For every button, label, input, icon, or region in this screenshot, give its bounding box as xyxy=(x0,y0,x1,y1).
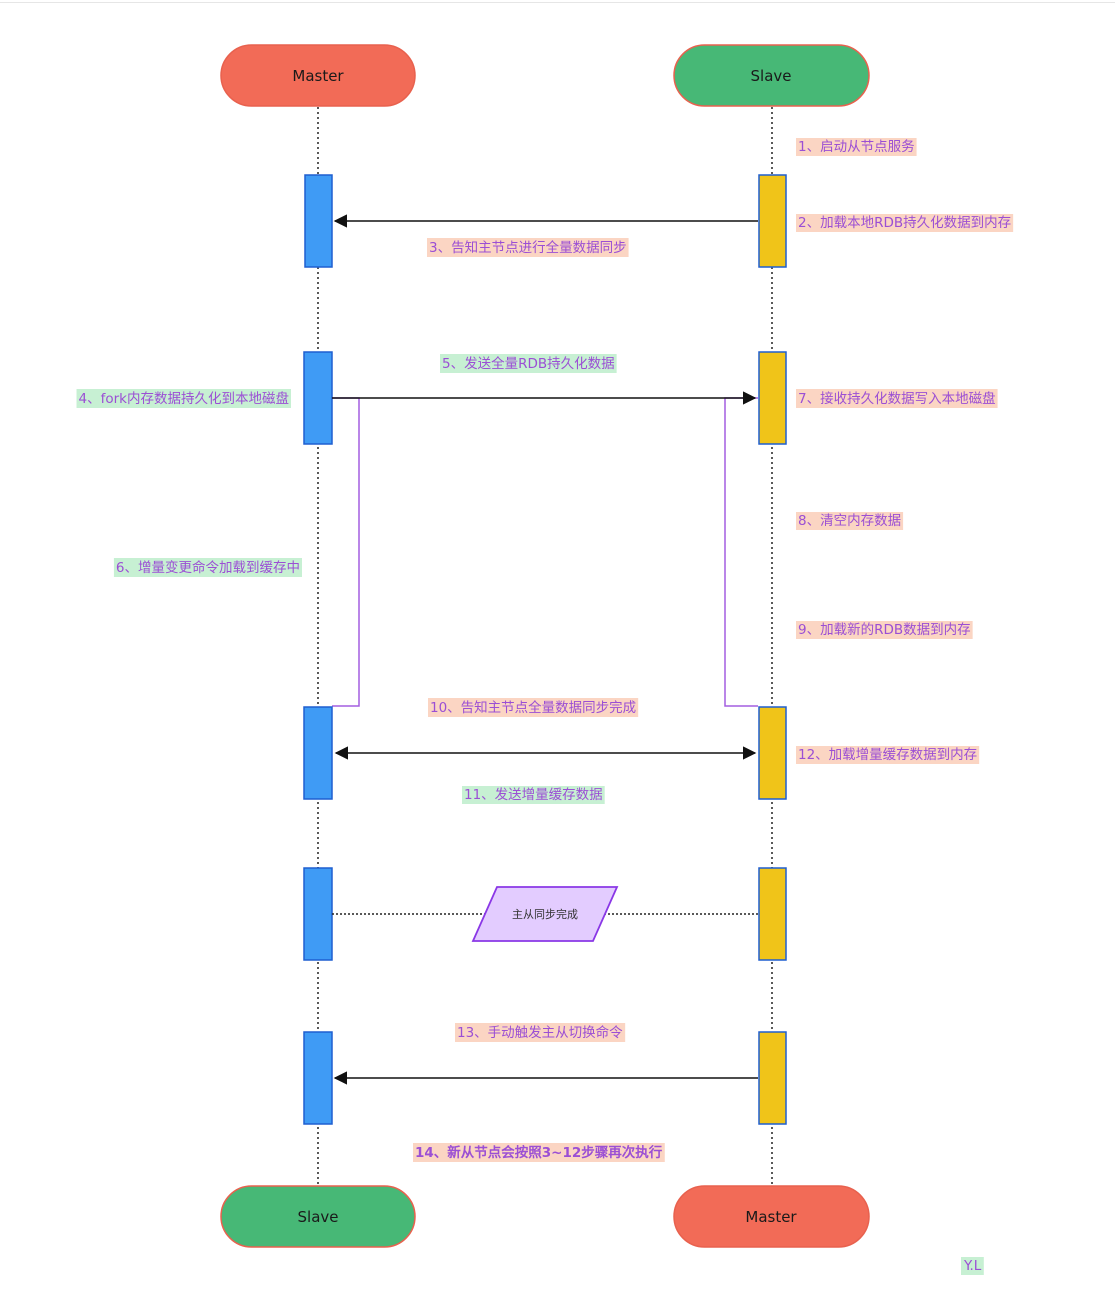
step-14-text: 14、新从节点会按照3~12步骤再次执行 xyxy=(415,1144,663,1161)
top-divider xyxy=(0,2,1115,3)
sync-done-label: 主从同步完成 xyxy=(512,907,578,921)
step-8: 8、清空内存数据 xyxy=(796,512,904,530)
step-12: 12、加载增量缓存数据到内存 xyxy=(796,746,980,764)
signature: Y.L xyxy=(961,1257,984,1275)
load-rdb-bracket-right xyxy=(724,397,758,707)
participant-slave-top-label: Slave xyxy=(751,67,792,85)
step-3-text: 3、告知主节点进行全量数据同步 xyxy=(429,239,627,256)
step-5-text: 5、发送全量RDB持久化数据 xyxy=(442,355,615,372)
step-7: 7、接收持久化数据写入本地磁盘 xyxy=(796,389,998,408)
participant-master-bottom-label: Master xyxy=(745,1208,797,1226)
step-5: 5、发送全量RDB持久化数据 xyxy=(440,354,617,373)
slave-activation-bar xyxy=(758,174,787,268)
slave-activation-bar xyxy=(758,351,787,445)
step-4-text: 4、fork内存数据持久化到本地磁盘 xyxy=(79,390,289,407)
participant-master-bottom xyxy=(673,1185,870,1248)
step-6: 6、增量变更命令加载到缓存中 xyxy=(113,558,302,577)
master-activation-bar xyxy=(303,867,333,961)
step-10: 10、告知主节点全量数据同步完成 xyxy=(428,698,639,717)
step-11: 11、发送增量缓存数据 xyxy=(462,786,605,804)
step-9: 9、加载新的RDB数据到内存 xyxy=(796,621,973,639)
master-activation-bar xyxy=(303,1031,333,1125)
participant-slave-bottom xyxy=(220,1185,416,1248)
signature-text: Y.L xyxy=(963,1258,982,1274)
step-3: 3、告知主节点进行全量数据同步 xyxy=(427,238,629,257)
step-14: 14、新从节点会按照3~12步骤再次执行 xyxy=(413,1143,665,1162)
master-activation-bar xyxy=(304,174,333,268)
step-1: 1、启动从节点服务 xyxy=(796,138,917,156)
step-6-text: 6、增量变更命令加载到缓存中 xyxy=(116,559,300,576)
participant-slave-top xyxy=(673,44,870,107)
step-2: 2、加载本地RDB持久化数据到内存 xyxy=(796,214,1014,232)
step-2-text: 2、加载本地RDB持久化数据到内存 xyxy=(798,215,1011,231)
master-activation-bar xyxy=(303,351,333,445)
step-12-text: 12、加载增量缓存数据到内存 xyxy=(798,747,977,763)
step-10-text: 10、告知主节点全量数据同步完成 xyxy=(430,699,636,716)
slave-activation-bar xyxy=(758,867,787,961)
step-9-text: 9、加载新的RDB数据到内存 xyxy=(798,622,971,638)
participant-master-top-label: Master xyxy=(292,67,344,85)
step-13-text: 13、手动触发主从切换命令 xyxy=(457,1024,623,1041)
step-13: 13、手动触发主从切换命令 xyxy=(455,1023,626,1042)
participant-slave-bottom-label: Slave xyxy=(298,1208,339,1226)
step-1-text: 1、启动从节点服务 xyxy=(798,139,915,155)
slave-activation-bar xyxy=(758,1031,787,1125)
master-activation-bar xyxy=(303,706,333,800)
step-4: 4、fork内存数据持久化到本地磁盘 xyxy=(76,389,291,408)
step-11-text: 11、发送增量缓存数据 xyxy=(464,787,603,803)
participant-master-top xyxy=(220,44,416,107)
step-8-text: 8、清空内存数据 xyxy=(798,513,901,529)
sync-done-parallelogram xyxy=(471,886,619,942)
slave-activation-bar xyxy=(758,706,787,800)
incremental-cache-bracket-left xyxy=(332,397,360,707)
step-7-text: 7、接收持久化数据写入本地磁盘 xyxy=(798,390,996,407)
